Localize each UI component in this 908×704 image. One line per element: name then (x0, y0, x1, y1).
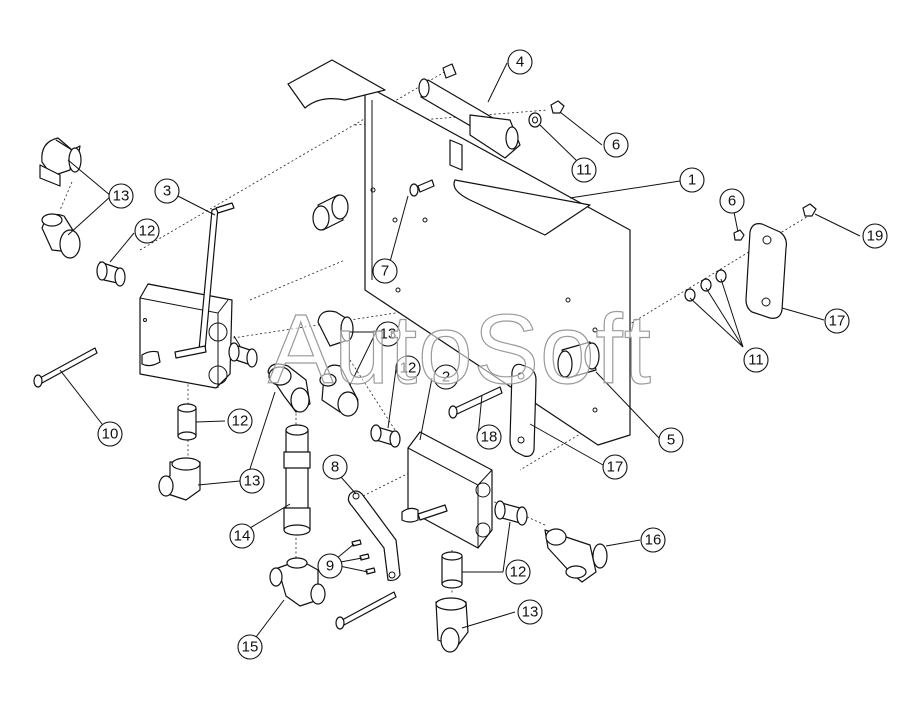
long-bolt-part-10 (33, 347, 98, 388)
svg-text:13: 13 (244, 473, 261, 490)
fitting-12-right (494, 500, 528, 526)
callout-17-right: 17 (824, 308, 850, 334)
svg-text:2: 2 (442, 369, 450, 386)
svg-text:13: 13 (380, 326, 397, 343)
bolt-part-18 (448, 386, 503, 419)
callout-10: 10 (97, 421, 123, 447)
svg-text:14: 14 (234, 528, 251, 545)
long-bolt-lower (335, 591, 397, 630)
callout-13-lower-right: 13 (517, 599, 543, 625)
svg-text:8: 8 (331, 459, 339, 476)
elbow-fitting-13-lower-left (158, 457, 201, 501)
callout-1: 1 (679, 167, 705, 193)
callout-13-top-left: 13 (108, 183, 134, 209)
callout-11-top: 11 (571, 157, 597, 183)
callout-13-lower-left: 13 (239, 468, 265, 494)
callout-4: 4 (507, 49, 533, 75)
callout-8: 8 (322, 454, 348, 480)
tee-fitting-part-15 (269, 557, 326, 607)
callout-2: 2 (433, 364, 459, 390)
elbow-fitting-13-upper-center (317, 310, 359, 417)
plate-part-8 (347, 490, 401, 582)
callout-19: 19 (862, 223, 888, 249)
svg-text:1: 1 (688, 172, 696, 189)
svg-text:17: 17 (829, 313, 846, 330)
bolt-part-7 (409, 179, 435, 197)
callout-11-right: 11 (743, 347, 769, 373)
svg-text:6: 6 (728, 193, 736, 210)
nut-washer-group-top (528, 100, 565, 128)
svg-text:7: 7 (381, 263, 389, 280)
callout-5: 5 (658, 427, 684, 453)
callout-12-center: 12 (395, 355, 421, 381)
callout-12-lower-right: 12 (505, 559, 531, 585)
svg-text:11: 11 (576, 162, 592, 179)
elbow-fitting-13-left (41, 213, 81, 259)
check-valve-part-14 (283, 424, 311, 536)
svg-text:19: 19 (867, 228, 884, 245)
spacer-part-5 (557, 341, 600, 379)
svg-text:5: 5 (667, 432, 675, 449)
actuator-cylinder-part-4 (418, 63, 521, 159)
callout-9: 9 (317, 553, 343, 579)
fitting-12-center-left (228, 342, 258, 368)
bracket-part-17-center (509, 363, 537, 457)
svg-text:17: 17 (607, 459, 624, 476)
callout-17-center: 17 (602, 454, 628, 480)
callout-13-center: 13 (375, 321, 401, 347)
elbow-fitting-13-center (267, 363, 311, 413)
fitting-12-below-block (177, 403, 197, 441)
svg-text:16: 16 (645, 532, 662, 549)
hardware-right (684, 203, 817, 302)
svg-text:10: 10 (102, 426, 119, 443)
callout-15: 15 (237, 634, 263, 660)
svg-text:6: 6 (612, 137, 620, 154)
svg-text:12: 12 (510, 564, 527, 581)
svg-text:3: 3 (163, 183, 171, 200)
svg-text:13: 13 (522, 604, 539, 621)
valve-block-left (139, 283, 233, 389)
svg-text:13: 13 (113, 188, 130, 205)
callout-12-left: 12 (134, 218, 160, 244)
lever-part-3 (174, 202, 235, 359)
spacer-bushing (312, 194, 349, 231)
callout-14: 14 (229, 523, 255, 549)
valve-block-part-2 (401, 431, 493, 549)
pins-part-9 (351, 539, 376, 575)
callout-12-below-block: 12 (227, 408, 253, 434)
callout-18: 18 (476, 424, 502, 450)
callout-3: 3 (154, 178, 180, 204)
elbow-fitting-13-top-left (39, 137, 82, 187)
tee-fitting-part-16 (544, 528, 608, 583)
fitting-12-lower-right (441, 551, 463, 589)
callout-16: 16 (640, 527, 666, 553)
callout-6-top: 6 (603, 132, 629, 158)
autosoft-watermark: AutoSoft (267, 294, 652, 404)
svg-text:15: 15 (242, 639, 259, 656)
svg-text:12: 12 (139, 223, 156, 240)
bracket-part-17-right (745, 223, 787, 319)
svg-text:4: 4 (516, 54, 524, 71)
svg-text:11: 11 (748, 352, 764, 369)
callout-7: 7 (372, 258, 398, 284)
fitting-12-center (370, 424, 401, 448)
svg-text:18: 18 (481, 429, 498, 446)
svg-text:9: 9 (326, 558, 334, 575)
elbow-fitting-13-lower-right (435, 597, 469, 653)
callout-6-right: 6 (719, 188, 745, 214)
svg-text:12: 12 (400, 360, 417, 377)
fitting-12-left (96, 261, 126, 287)
svg-text:12: 12 (232, 413, 249, 430)
